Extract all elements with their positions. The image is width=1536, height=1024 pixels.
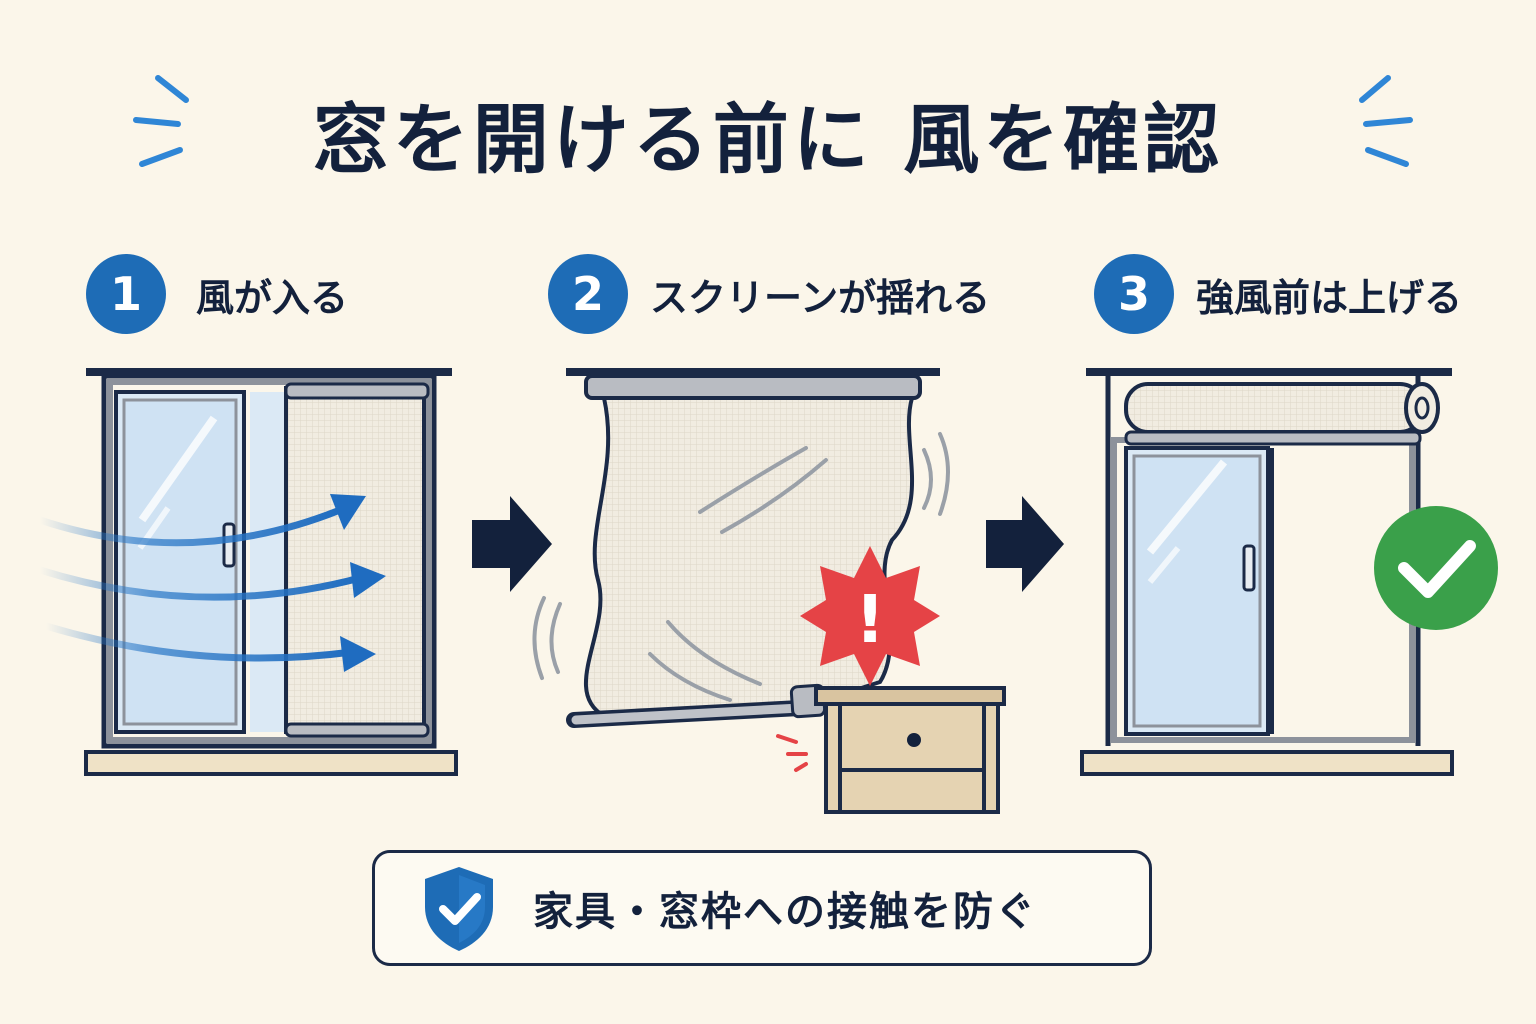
step-3-heading: 3 強風前は上げる xyxy=(1094,252,1462,336)
page-title: 窓を開ける前に 風を確認 xyxy=(312,95,1224,184)
title-spark-left-icon xyxy=(133,75,189,167)
swaying-screen-illustration xyxy=(532,368,950,728)
shield-check-icon xyxy=(425,867,493,951)
warning-mark: ! xyxy=(855,581,885,658)
step-2-label: スクリーンが揺れる xyxy=(650,275,991,320)
warning-burst-icon: ! xyxy=(800,546,940,686)
step-3-number-badge: 3 xyxy=(1094,254,1174,334)
glass-pane xyxy=(1124,446,1274,736)
step-3-label: 強風前は上げる xyxy=(1196,275,1463,320)
cabinet-furniture xyxy=(814,686,1006,814)
insect-screen xyxy=(284,382,430,738)
step-2-number-badge: 2 xyxy=(548,254,628,334)
check-circle-icon xyxy=(1374,506,1498,630)
bottom-banner: 家具・窓枠への接触を防ぐ xyxy=(372,850,1152,966)
right-arrow-icon xyxy=(472,496,552,592)
banner-text: 家具・窓枠への接触を防ぐ xyxy=(533,889,1037,935)
step-1-number-badge: 1 xyxy=(86,254,166,334)
window-open-illustration xyxy=(36,368,458,776)
window-screen-raised-illustration xyxy=(1080,368,1454,776)
step-1-heading: 1 風が入る xyxy=(86,252,348,336)
impact-lines-icon xyxy=(776,734,808,772)
glass-pane xyxy=(114,390,246,734)
step-1-label: 風が入る xyxy=(196,275,349,320)
rolled-screen xyxy=(1124,382,1440,446)
title-spark-right-icon xyxy=(1359,75,1413,167)
right-arrow-icon xyxy=(986,496,1064,592)
wind-arrow-icon xyxy=(36,506,364,662)
step-2-heading: 2 スクリーンが揺れる xyxy=(548,252,990,336)
